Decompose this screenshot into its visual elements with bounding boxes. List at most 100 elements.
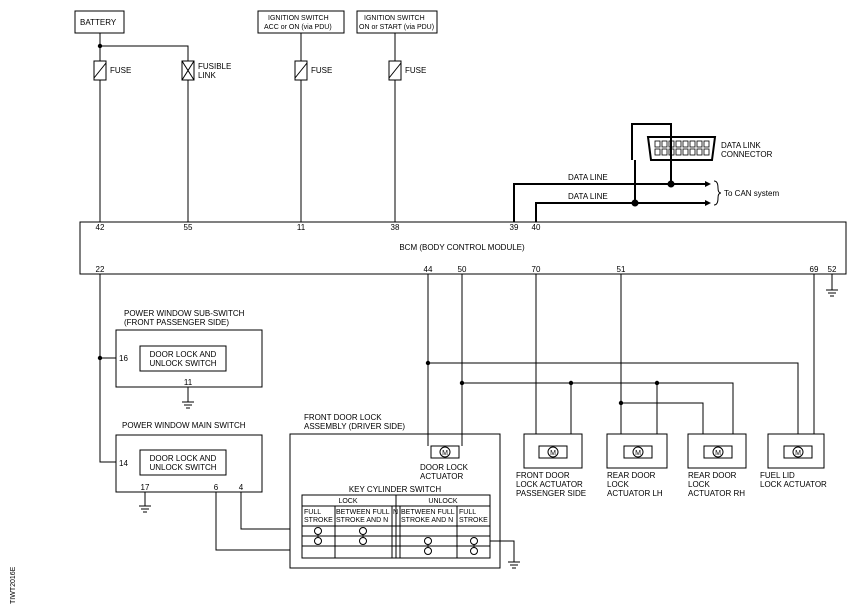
svg-text:22: 22 [96, 265, 105, 274]
svg-text:STROKE: STROKE [459, 517, 488, 524]
svg-text:ACTUATOR LH: ACTUATOR LH [607, 489, 663, 498]
motor-icon: M [430, 445, 460, 459]
svg-text:11: 11 [184, 378, 193, 387]
connector-pin [696, 140, 703, 148]
svg-text:FUSE: FUSE [110, 66, 131, 75]
svg-text:FRONT DOOR: FRONT DOOR [516, 471, 570, 480]
bcm-label: BCM (BODY CONTROL MODULE) [399, 243, 525, 252]
connector-pin [675, 140, 682, 148]
svg-text:FULL: FULL [459, 509, 476, 516]
key-cylinder-switch: KEY CYLINDER SWITCH LOCK UNLOCK FULL STR… [301, 485, 491, 559]
svg-text:FUSE: FUSE [405, 66, 426, 75]
svg-text:POWER WINDOW MAIN SWITCH: POWER WINDOW MAIN SWITCH [122, 421, 246, 430]
connector-pin [675, 148, 682, 156]
svg-text:BETWEEN FULL: BETWEEN FULL [336, 509, 390, 516]
battery-box: BATTERY [74, 10, 125, 34]
svg-text:11: 11 [297, 223, 306, 232]
svg-text:4: 4 [239, 483, 244, 492]
svg-text:M: M [635, 450, 641, 457]
connector-pin [682, 140, 689, 148]
power-window-sub-switch: POWER WINDOW SUB-SWITCH (FRONT PASSENGER… [115, 309, 263, 388]
to-can-label: To CAN system [724, 189, 779, 198]
svg-text:LOCK ACTUATOR: LOCK ACTUATOR [760, 480, 827, 489]
svg-text:50: 50 [458, 265, 467, 274]
svg-text:FUEL LID: FUEL LID [760, 471, 795, 480]
svg-text:6: 6 [214, 483, 219, 492]
svg-text:LOCK: LOCK [688, 480, 710, 489]
fuel-lid-lock-actuator: M FUEL LID LOCK ACTUATOR [760, 433, 827, 489]
svg-text:BETWEEN FULL: BETWEEN FULL [401, 509, 455, 516]
connector-pin [696, 148, 703, 156]
ground-icon [139, 505, 151, 513]
svg-text:UNLOCK SWITCH: UNLOCK SWITCH [149, 463, 216, 472]
svg-text:38: 38 [391, 223, 400, 232]
fuse-icon [294, 60, 308, 81]
svg-text:PASSENGER SIDE: PASSENGER SIDE [516, 489, 586, 498]
svg-text:LOCK: LOCK [607, 480, 629, 489]
svg-text:M: M [795, 450, 801, 457]
svg-text:STROKE AND N: STROKE AND N [336, 517, 388, 524]
data-line-label: DATA LINE [568, 192, 608, 201]
data-link-connector-icon [646, 136, 717, 161]
svg-text:UNLOCK: UNLOCK [428, 498, 458, 505]
front-door-lock-actuator-passenger: M FRONT DOOR LOCK ACTUATOR PASSENGER SID… [516, 433, 586, 498]
svg-text:LOCK: LOCK [338, 498, 357, 505]
svg-text:DOOR LOCK: DOOR LOCK [420, 463, 469, 472]
svg-text:FUSE: FUSE [311, 66, 332, 75]
svg-text:17: 17 [141, 483, 150, 492]
data-line-label: DATA LINE [568, 173, 608, 182]
svg-text:39: 39 [510, 223, 519, 232]
svg-text:14: 14 [119, 459, 128, 468]
ignition-switch-start-box: IGNITION SWITCH ON or START (via PDU) [356, 10, 438, 34]
connector-pin [689, 148, 696, 156]
power-window-main-switch: POWER WINDOW MAIN SWITCH DOOR LOCK AND U… [115, 421, 263, 493]
connector-pin [703, 148, 710, 156]
svg-text:16: 16 [119, 354, 128, 363]
svg-text:FULL: FULL [304, 509, 321, 516]
svg-text:CONNECTOR: CONNECTOR [721, 150, 773, 159]
svg-text:ASSEMBLY (DRIVER SIDE): ASSEMBLY (DRIVER SIDE) [304, 422, 405, 431]
svg-text:51: 51 [617, 265, 626, 274]
svg-text:N: N [393, 509, 398, 516]
svg-text:LINK: LINK [198, 71, 216, 80]
connector-pin [689, 140, 696, 148]
svg-text:DOOR LOCK AND: DOOR LOCK AND [150, 454, 217, 463]
svg-text:FRONT DOOR LOCK: FRONT DOOR LOCK [304, 413, 382, 422]
connector-pin [654, 148, 661, 156]
fusible-link-icon [181, 60, 195, 81]
battery-label: BATTERY [80, 18, 117, 27]
svg-text:FUSIBLE: FUSIBLE [198, 62, 231, 71]
svg-text:ACTUATOR: ACTUATOR [420, 472, 463, 481]
svg-text:69: 69 [810, 265, 819, 274]
connector-pin [654, 140, 661, 148]
svg-text:M: M [442, 450, 448, 457]
connector-pin [682, 148, 689, 156]
svg-text:ACTUATOR RH: ACTUATOR RH [688, 489, 745, 498]
connector-pin [661, 140, 668, 148]
fuse-icon [388, 60, 402, 81]
svg-text:DATA LINK: DATA LINK [721, 141, 761, 150]
svg-text:LOCK ACTUATOR: LOCK ACTUATOR [516, 480, 583, 489]
svg-text:M: M [550, 450, 556, 457]
ground-icon [826, 289, 838, 297]
svg-text:REAR DOOR: REAR DOOR [688, 471, 737, 480]
svg-text:STROKE AND N: STROKE AND N [401, 517, 453, 524]
diagram-code: TIWT2016E [10, 566, 17, 604]
svg-text:M: M [715, 450, 721, 457]
svg-text:POWER WINDOW SUB-SWITCH: POWER WINDOW SUB-SWITCH [124, 309, 245, 318]
svg-text:40: 40 [532, 223, 541, 232]
ground-icon [182, 401, 194, 409]
rear-door-lock-actuator-lh: M REAR DOOR LOCK ACTUATOR LH [606, 433, 668, 498]
svg-text:IGNITION SWITCH: IGNITION SWITCH [268, 15, 329, 22]
svg-text:70: 70 [532, 265, 541, 274]
svg-text:52: 52 [828, 265, 837, 274]
bcm-box: BCM (BODY CONTROL MODULE) 42 55 11 38 39… [79, 221, 847, 275]
svg-text:ACC or ON (via PDU): ACC or ON (via PDU) [264, 24, 332, 31]
svg-text:44: 44 [424, 265, 433, 274]
svg-text:55: 55 [184, 223, 193, 232]
fuse-icon [93, 60, 107, 81]
svg-text:KEY CYLINDER SWITCH: KEY CYLINDER SWITCH [349, 485, 442, 494]
connector-pin [661, 148, 668, 156]
svg-text:(FRONT PASSENGER SIDE): (FRONT PASSENGER SIDE) [124, 318, 229, 327]
